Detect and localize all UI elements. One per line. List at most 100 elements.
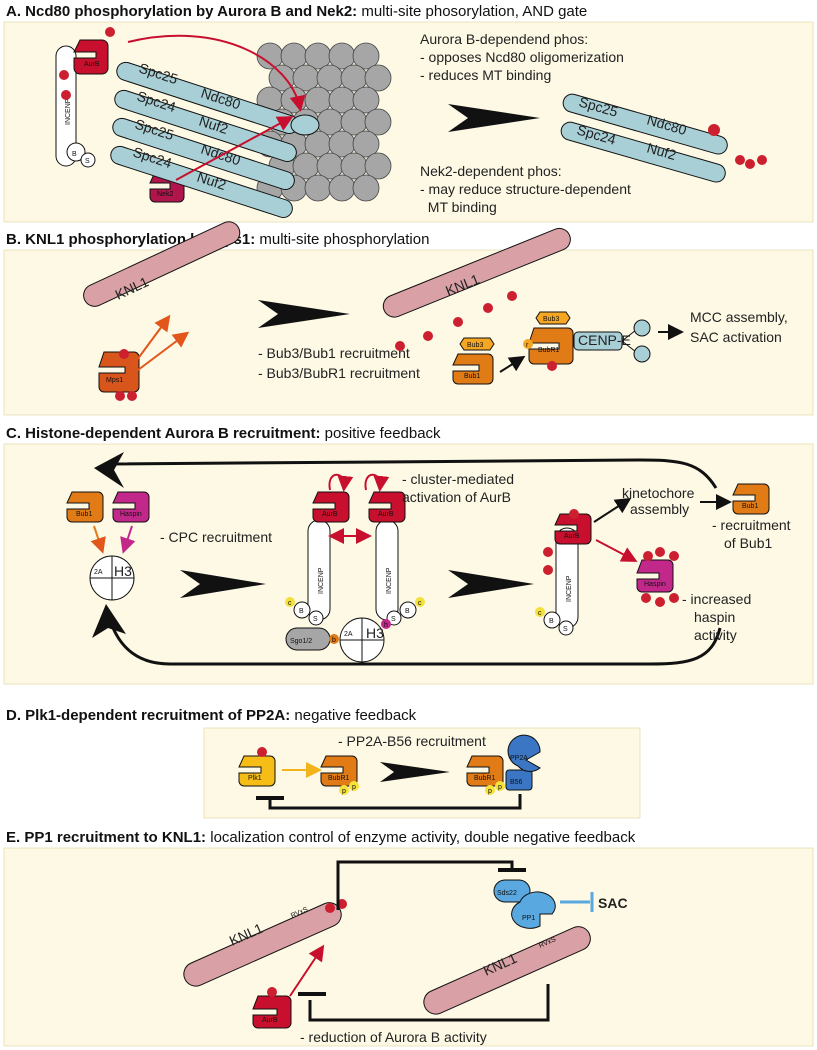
plk1-label: Plk1 <box>248 775 262 782</box>
bub1-to-h2a-arrow <box>90 525 106 554</box>
incenp-label-c1: INCENP <box>318 567 325 594</box>
panel-e: E. PP1 recruitment to KNL1: localization… <box>3 829 814 1047</box>
bubr1-label-b: BubR1 <box>538 347 560 354</box>
panel-c-arrow-2 <box>448 570 534 598</box>
incenp-label-c2: INCENP <box>386 567 393 594</box>
a-site-aurb-e <box>267 987 277 997</box>
kinetochore-note-1: kinetochore <box>622 485 695 501</box>
ndc80-complexes-bound <box>110 61 320 218</box>
incenp-label: INCENP <box>65 98 72 125</box>
aurb-to-knl1-arrow <box>289 944 325 997</box>
haspin-note-3: activity <box>694 627 737 643</box>
kinetochore-note-2: assembly <box>630 501 689 517</box>
c-site-c2 <box>415 597 425 607</box>
survivin-c1 <box>308 610 324 626</box>
cenpe-head-1 <box>633 319 651 337</box>
panel-b-transition-arrow <box>258 300 350 328</box>
aurb-to-haspin-arrow <box>595 539 638 562</box>
aurb-kinase-c3 <box>554 513 592 545</box>
panel-a-background <box>3 21 814 223</box>
bub3-label-1: Bub3 <box>467 342 483 349</box>
sgo-label: Sgo1/2 <box>290 638 312 645</box>
bub1-label-b: Bub1 <box>464 373 480 380</box>
panel-a-transition-arrow <box>448 104 540 132</box>
panel-c-background <box>3 443 814 685</box>
c-site-label-c2: c <box>418 600 422 607</box>
bub1-kinase-c2 <box>732 483 770 515</box>
haspin-to-h3-arrow <box>120 525 136 554</box>
aurb-inhibits-pp1-line <box>336 860 514 910</box>
plk1-kinase <box>238 755 276 787</box>
cenpe-label: CENP-E <box>578 332 631 348</box>
p-site-d2b <box>495 781 505 791</box>
haspin-label-c2: Haspin <box>644 581 666 588</box>
b-site <box>329 634 339 644</box>
aurb-kinase-a <box>73 39 109 75</box>
feedback-loop-bottom <box>108 619 722 666</box>
bub3-hex-2 <box>535 311 571 325</box>
bub3-bubr1-note: - Bub3/BubR1 recruitment <box>258 365 420 381</box>
cluster-note-1: - cluster-mediated <box>402 471 514 487</box>
bub1-kinase-b <box>452 353 494 385</box>
knl1-pp1-bound <box>423 926 591 1015</box>
mcc-outcome-2: SAC activation <box>690 329 782 345</box>
c-site-c3 <box>535 607 545 617</box>
phospho-sites-knl1 <box>395 291 517 351</box>
h-site <box>381 619 391 629</box>
pp1-label: PP1 <box>522 915 535 922</box>
ndc80-complexes-released <box>560 93 767 183</box>
feedback-loop-top <box>109 458 718 489</box>
svg-text:- opposes Ncd80 oligomerizatio: - opposes Ncd80 oligomerization <box>420 49 624 65</box>
knl1-aurb-bound <box>183 902 342 987</box>
borealin-label-c3: B <box>549 618 554 625</box>
haspin-kinase-c <box>112 491 150 523</box>
survivin-label-c3: S <box>563 626 568 633</box>
bub1-note-2: of Bub1 <box>724 535 772 551</box>
panel-a: A. Ncd80 phosphorylation by Aurora B and… <box>3 3 814 223</box>
h2a-label-c2: 2A <box>344 631 353 638</box>
bub1-note-1: - recruitment <box>712 517 791 533</box>
knl1-unphosphorylated <box>83 221 241 307</box>
bubr1-label-d1: BubR1 <box>328 775 350 782</box>
phospho-sites-mps1 <box>115 349 137 401</box>
haspin-note-1: - increased <box>682 591 751 607</box>
haspin-note-2: haspin <box>694 609 735 625</box>
aurora-b-reduction-note: - reduction of Aurora B activity <box>300 1029 487 1045</box>
mps1-arrow-1 <box>133 314 171 365</box>
tubulin-subunit <box>352 174 380 202</box>
aurb-label-c2: AurB <box>378 511 394 518</box>
aurb-label-e: AurB <box>262 1017 278 1024</box>
h3-label-c1: H3 <box>114 563 132 579</box>
tubulin-subunit <box>352 42 380 70</box>
aurb-kinase-e <box>252 995 292 1029</box>
cenpe-head-2 <box>633 345 651 363</box>
m-site-bubr1 <box>547 361 557 371</box>
mps1-label: Mps1 <box>106 377 123 384</box>
aurb-label-c3: AurB <box>564 533 580 540</box>
b56-subunit <box>505 769 533 791</box>
aurb-label-a: AurB <box>84 61 100 68</box>
b-site-label: b <box>332 637 336 644</box>
survivin-label-c1: S <box>313 616 318 623</box>
tubulin-subunit <box>352 130 380 158</box>
a-site-plk1 <box>257 747 267 757</box>
survivin-label-c2: S <box>391 616 396 623</box>
panel-a-heading: A. Ncd80 phosphorylation by Aurora B and… <box>6 3 587 20</box>
borealin-c1 <box>293 601 311 619</box>
haspin-kinase-c2 <box>636 559 674 593</box>
tubulin-subunit <box>328 174 356 202</box>
sds22-label: Sds22 <box>497 890 517 897</box>
tubulin-subunit <box>364 108 392 136</box>
knl1-phosphorylated <box>382 227 571 318</box>
phospho-sites-c3 <box>543 509 579 575</box>
panel-c-heading: C. Histone-dependent Aurora B recruitmen… <box>6 425 441 442</box>
nucleosome-c2 <box>339 617 385 663</box>
survivin-node <box>80 152 96 168</box>
pp2a-enzyme <box>507 734 541 772</box>
panel-e-background <box>3 847 814 1047</box>
haspin-label-c: Haspin <box>120 511 142 518</box>
bub3-label-2: Bub3 <box>543 316 559 323</box>
survivin-label: S <box>85 158 90 165</box>
panel-d-heading: D. Plk1-dependent recruitment of PP2A: n… <box>6 707 417 724</box>
